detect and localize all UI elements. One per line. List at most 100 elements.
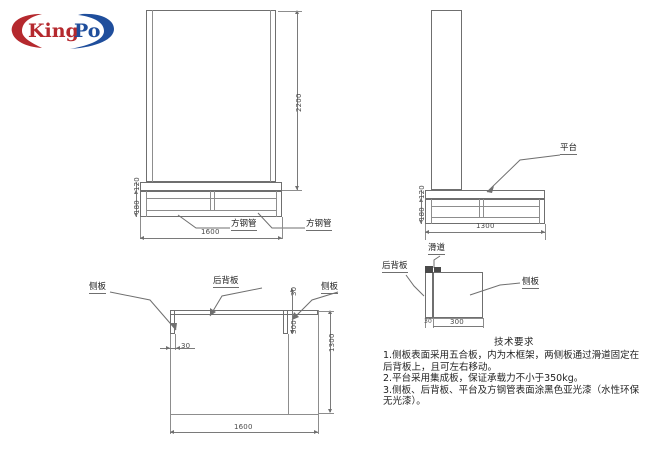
side-back-panel xyxy=(431,10,462,190)
front-leg-left xyxy=(146,191,147,217)
top-dim-30-arrow-left xyxy=(166,346,170,350)
front-dim-2200-ext-top xyxy=(278,11,302,12)
logo-text-po: Po xyxy=(74,20,100,42)
kingpo-logo: King Po xyxy=(8,8,120,52)
side-dim-1300-ext-right xyxy=(545,224,546,240)
front-leg-mid xyxy=(210,191,211,211)
logo-swoosh-blue xyxy=(70,13,114,49)
technical-requirement-item: 2.平台采用集成板，保证承载力不小于350kg。 xyxy=(383,373,584,385)
side-leg-left xyxy=(431,199,432,224)
front-dim-height-total: 2200 xyxy=(295,93,303,112)
detail-dim-30-ext-left xyxy=(425,318,426,328)
top-dim-width: 1600 xyxy=(234,423,253,431)
detail-dim-rail-width: 30 xyxy=(424,318,433,325)
front-dim-120-line xyxy=(136,182,137,191)
side-base-bottom-rail xyxy=(431,217,539,218)
side-leg-right xyxy=(539,199,540,224)
detail-dim-300-ext-right xyxy=(483,318,484,328)
top-dim-30-ext-b xyxy=(175,334,176,350)
front-dim-180-line xyxy=(136,191,137,217)
top-plan-far-right-edge xyxy=(318,310,319,414)
detail-dim-panel-depth: 300 xyxy=(450,318,464,326)
top-plan-bottom-edge xyxy=(170,414,318,415)
side-dim-120-line xyxy=(421,190,422,199)
front-dim-180-arrow-top xyxy=(134,190,138,194)
front-dim-1600-arrow-left xyxy=(140,236,144,240)
front-leg-right xyxy=(276,191,277,217)
top-dim-notch-30-line xyxy=(292,290,293,334)
detail-slide-rail-marker xyxy=(425,266,433,273)
detail-callout-slide-rail: 滑道 xyxy=(428,243,446,255)
front-leg-mid-2 xyxy=(214,191,215,211)
top-dim-1600-arrow-right xyxy=(314,430,318,434)
front-dim-1600-ext-left xyxy=(140,217,141,239)
front-base-inner-rail xyxy=(146,198,276,199)
top-plan-right-edge xyxy=(288,334,289,414)
side-dim-base-band: 180 xyxy=(418,207,426,221)
front-right-stile xyxy=(270,10,271,182)
front-base-frame xyxy=(140,191,282,217)
top-dim-notch-thickness: 30 xyxy=(290,286,298,296)
side-base-frame xyxy=(425,199,545,224)
side-base-inner-rail xyxy=(431,206,539,207)
front-dim-top-band: 120 xyxy=(133,177,141,191)
top-dim-1300-arrow-top xyxy=(328,310,332,314)
side-platform-band xyxy=(425,190,545,199)
side-dim-top-band: 120 xyxy=(418,185,426,199)
top-dim-1300-arrow-bottom xyxy=(328,409,332,413)
top-plan-left-edge xyxy=(170,334,171,414)
detail-dim-300-line xyxy=(433,326,483,327)
top-dim-1600-ext-left xyxy=(170,414,171,434)
side-dim-180-line xyxy=(421,199,422,224)
side-dim-depth: 1300 xyxy=(476,222,495,230)
technical-requirements-block: 技术要求 1.侧板表面采用五合板，内为木框架，两侧板通过滑道固定在后背板上，且可… xyxy=(383,334,645,408)
side-dim-1300-line xyxy=(425,232,545,233)
top-dim-1600-arrow-left xyxy=(170,430,174,434)
top-dim-notch-300-arrow-down xyxy=(290,330,294,334)
top-dim-notch-depth: 300 xyxy=(290,320,298,334)
top-dim-depth: 1300 xyxy=(328,333,336,352)
front-dim-1600-arrow-right xyxy=(278,236,282,240)
top-dim-1300-ext-bottom xyxy=(318,413,334,414)
top-dim-1300-ext-top xyxy=(318,311,334,312)
front-dim-1600-line xyxy=(140,238,282,239)
top-callout-side-panel-right: 侧板 xyxy=(321,282,339,294)
detail-dim-30-ext-right xyxy=(433,318,434,328)
front-callout-square-tube-1: 方钢管 xyxy=(231,219,257,231)
front-dim-1600-ext-right xyxy=(282,217,283,239)
top-dim-1600-line xyxy=(170,432,318,433)
front-back-panel xyxy=(146,10,276,182)
detail-back-panel xyxy=(425,266,433,318)
detail-bottom-edge xyxy=(425,318,483,319)
top-dim-notch-30-arrow-up xyxy=(290,288,294,292)
side-leg-mid xyxy=(479,199,480,217)
front-base-bottom-rail xyxy=(146,210,276,211)
front-dim-2200-arrow-top xyxy=(295,10,299,14)
kingpo-logo-mark: King Po xyxy=(11,13,114,49)
top-dim-30-arrow-right xyxy=(176,346,180,350)
technical-requirement-item: 1.侧板表面采用五合板，内为木框架，两侧板通过滑道固定在后背板上，且可左右移动。 xyxy=(383,350,640,373)
side-dim-1300-arrow-left xyxy=(425,230,429,234)
top-dim-30-ext-a xyxy=(170,334,171,350)
detail-callout-side-panel: 侧板 xyxy=(522,277,540,289)
top-back-panel xyxy=(170,310,318,315)
top-dim-panel-thickness: 30 xyxy=(181,342,191,350)
logo-text-king: King xyxy=(28,20,79,42)
top-dim-1600-ext-right xyxy=(318,414,319,434)
front-dim-2200-arrow-bottom xyxy=(295,186,299,190)
side-dim-180-arrow-top xyxy=(419,198,423,202)
front-platform-band xyxy=(140,182,282,191)
detail-side-panel xyxy=(433,272,483,318)
top-side-panel-right xyxy=(283,310,288,334)
top-side-panel-left xyxy=(170,310,175,334)
side-leg-mid-2 xyxy=(483,199,484,217)
front-left-stile xyxy=(152,10,153,182)
front-dim-base-band: 180 xyxy=(133,200,141,214)
side-dim-180-arrow-bottom xyxy=(419,220,423,224)
front-dim-2200-line xyxy=(297,12,298,190)
front-callout-square-tube-2: 方钢管 xyxy=(306,219,332,231)
detail-callout-back-panel: 后背板 xyxy=(382,261,408,273)
logo-swoosh-red xyxy=(11,14,42,48)
detail-slide-rail-marker-2 xyxy=(434,267,441,272)
top-dim-1300-line xyxy=(330,312,331,412)
